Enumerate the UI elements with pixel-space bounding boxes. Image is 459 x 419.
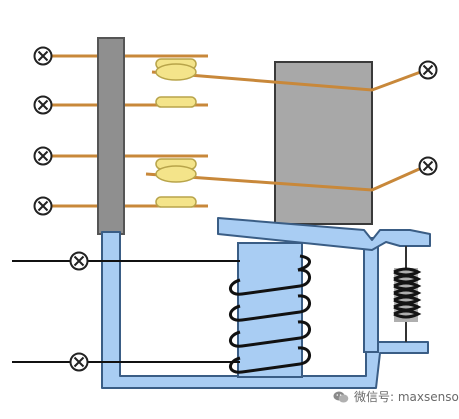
magnetic-frame [101, 231, 429, 389]
contact-post [97, 37, 125, 235]
terminal-icon [418, 156, 438, 176]
coil-winding-2 [229, 294, 311, 322]
frame-right-post [363, 237, 379, 353]
watermark: 微信号: maxsensor [333, 388, 459, 405]
terminal-icon [69, 251, 89, 271]
terminal-icon [69, 352, 89, 372]
contact-pads [155, 58, 197, 208]
terminal-icon [33, 146, 53, 166]
wechat-icon [333, 391, 349, 402]
contact-pad-4 [155, 196, 197, 208]
terminal-icon [418, 60, 438, 80]
coil-core [237, 242, 303, 378]
moving-contact-wire-upper [151, 68, 427, 92]
terminals [33, 46, 438, 372]
coil-icon [229, 254, 311, 374]
coil-winding-1 [229, 268, 311, 296]
coil-winding-4 [229, 346, 311, 374]
terminal-icon [33, 95, 53, 115]
moving-contact-upper [155, 63, 197, 81]
armature-plate [217, 217, 431, 251]
terminal-icon [33, 46, 53, 66]
coil-lead-top [297, 254, 311, 272]
coil-lead-wires [12, 260, 240, 363]
coil-winding-3 [229, 320, 311, 348]
moving-contacts [155, 63, 197, 183]
moving-contact-lower [155, 165, 197, 183]
moving-contact-wire-lower [145, 164, 427, 192]
contact-pad-2 [155, 96, 197, 108]
moving-contact-wires [145, 68, 427, 192]
spring-body [394, 268, 418, 322]
spring-icon [393, 246, 422, 342]
watermark-text: 微信号: maxsensor [354, 390, 459, 404]
spring-coils [393, 267, 422, 319]
terminal-icon [33, 196, 53, 216]
